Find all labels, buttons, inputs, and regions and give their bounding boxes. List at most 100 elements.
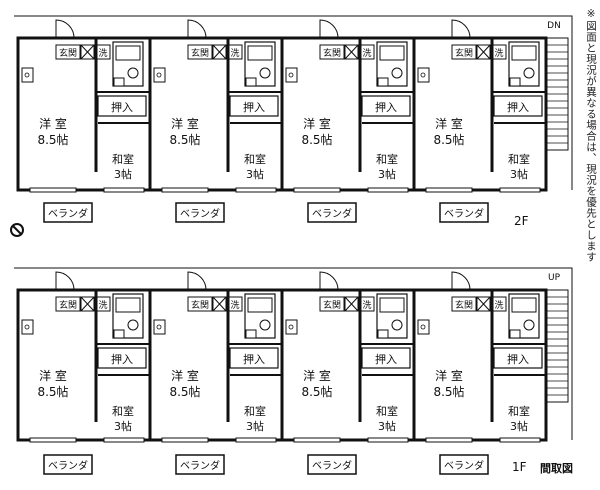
washbasin-icon xyxy=(245,329,257,339)
western-room-size: 8.5帖 xyxy=(433,132,464,147)
balcony-label: ベランダ xyxy=(180,459,220,472)
door-swing-icon xyxy=(187,271,207,291)
shoe-box-x xyxy=(80,296,95,312)
unit-2F-3: 玄関洗押入洋 室8.5帖和室3帖ベランダ xyxy=(280,19,416,223)
window xyxy=(161,187,209,193)
entrance-label: 玄関 xyxy=(59,47,77,59)
entrance-label: 玄関 xyxy=(191,47,209,59)
stair-direction-label: UP xyxy=(548,273,561,283)
door-swing-icon xyxy=(451,19,471,39)
bathtub-icon xyxy=(115,297,141,313)
toilet-icon xyxy=(391,67,403,79)
unit-outline xyxy=(412,288,548,442)
western-room-size: 8.5帖 xyxy=(433,384,464,399)
entrance-box xyxy=(55,296,81,312)
unit-2F-4: 玄関洗押入洋 室8.5帖和室3帖ベランダ xyxy=(412,19,548,223)
toilet-icon xyxy=(391,319,403,331)
western-room-label: 洋 室 xyxy=(303,116,331,131)
unit-1F-2: 玄関洗押入洋 室8.5帖和室3帖ベランダ xyxy=(148,271,284,475)
western-room-size: 8.5帖 xyxy=(169,132,200,147)
wash-label: 洗 xyxy=(494,47,503,59)
sink-drain-icon xyxy=(420,324,426,330)
entrance-label: 玄関 xyxy=(191,299,209,311)
closet-label: 押入 xyxy=(507,100,529,114)
entrance-label: 玄関 xyxy=(59,299,77,311)
window xyxy=(161,437,209,443)
japanese-room-label: 和室 xyxy=(244,404,266,418)
japanese-room-label: 和室 xyxy=(112,404,134,418)
unit-1F-4: 玄関洗押入洋 室8.5帖和室3帖ベランダ xyxy=(412,271,548,475)
toilet-icon xyxy=(127,319,139,331)
kitchen-sink-icon xyxy=(21,67,34,83)
kitchen-sink-icon xyxy=(285,319,298,335)
japanese-room-label: 和室 xyxy=(508,404,530,418)
floor-2F: DN玄関洗押入洋 室8.5帖和室3帖ベランダ玄関洗押入洋 室8.5帖和室3帖ベラ… xyxy=(14,15,573,223)
sink-drain-icon xyxy=(156,72,162,78)
wash-label: 洗 xyxy=(230,47,239,59)
unit-1F-1: 玄関洗押入洋 室8.5帖和室3帖ベランダ xyxy=(16,271,152,475)
toilet-icon xyxy=(127,67,139,79)
disclaimer-note: ※図面と現況が異なる場合は、現況を優先とします xyxy=(585,8,597,263)
closet-label: 押入 xyxy=(111,100,133,114)
sink-drain-icon xyxy=(24,324,30,330)
balcony-label: ベランダ xyxy=(48,207,88,220)
closet-label: 押入 xyxy=(243,352,265,366)
corridor-outline xyxy=(14,15,573,190)
bathtub-icon xyxy=(511,297,537,313)
entrance-label: 玄関 xyxy=(323,47,341,59)
sink-drain-icon xyxy=(420,72,426,78)
washbasin-icon xyxy=(377,77,389,87)
unit-outline xyxy=(412,36,548,192)
japanese-room-size: 3帖 xyxy=(378,168,396,181)
sink-drain-icon xyxy=(288,324,294,330)
window xyxy=(367,437,409,443)
balcony xyxy=(43,202,93,223)
closet xyxy=(361,347,411,369)
bathtub-icon xyxy=(115,45,141,61)
western-room-label: 洋 室 xyxy=(39,368,67,383)
western-room-size: 8.5帖 xyxy=(169,384,200,399)
entrance-box xyxy=(319,296,345,312)
japanese-room-size: 3帖 xyxy=(246,168,264,181)
unit-1F-3: 玄関洗押入洋 室8.5帖和室3帖ベランダ xyxy=(280,271,416,475)
japanese-room-size: 3帖 xyxy=(114,420,132,433)
window xyxy=(367,187,409,193)
window xyxy=(293,187,341,193)
washbasin-icon xyxy=(113,329,125,339)
washbasin-icon xyxy=(245,77,257,87)
japanese-room-size: 3帖 xyxy=(510,168,528,181)
closet xyxy=(493,95,543,117)
closet xyxy=(97,95,147,117)
western-room-size: 8.5帖 xyxy=(301,132,332,147)
wash-label: 洗 xyxy=(98,47,107,59)
entrance-box xyxy=(451,296,477,312)
western-room-size: 8.5帖 xyxy=(37,132,68,147)
entrance-label: 玄関 xyxy=(455,47,473,59)
door-swing-icon xyxy=(319,19,339,39)
entrance-box xyxy=(55,44,81,60)
toilet-icon xyxy=(259,319,271,331)
window xyxy=(29,187,77,193)
wash-label: 洗 xyxy=(362,47,371,59)
kitchen-sink-icon xyxy=(21,319,34,335)
closet xyxy=(97,347,147,369)
floor-1F: UP玄関洗押入洋 室8.5帖和室3帖ベランダ玄関洗押入洋 室8.5帖和室3帖ベラ… xyxy=(14,267,573,475)
shoe-box-x xyxy=(476,296,491,312)
window xyxy=(499,187,541,193)
closet-label: 押入 xyxy=(375,100,397,114)
shoe-box-x xyxy=(476,44,491,60)
closet xyxy=(361,95,411,117)
balcony-label: ベランダ xyxy=(180,207,220,220)
western-room-label: 洋 室 xyxy=(171,116,199,131)
western-room-label: 洋 室 xyxy=(435,368,463,383)
closet-label: 押入 xyxy=(375,352,397,366)
closet-label: 押入 xyxy=(111,352,133,366)
sink-drain-icon xyxy=(288,72,294,78)
door-swing-icon xyxy=(319,271,339,291)
japanese-room-size: 3帖 xyxy=(510,420,528,433)
window xyxy=(425,187,473,193)
corridor-outline xyxy=(14,267,573,440)
japanese-room-label: 和室 xyxy=(244,152,266,166)
window xyxy=(235,187,277,193)
